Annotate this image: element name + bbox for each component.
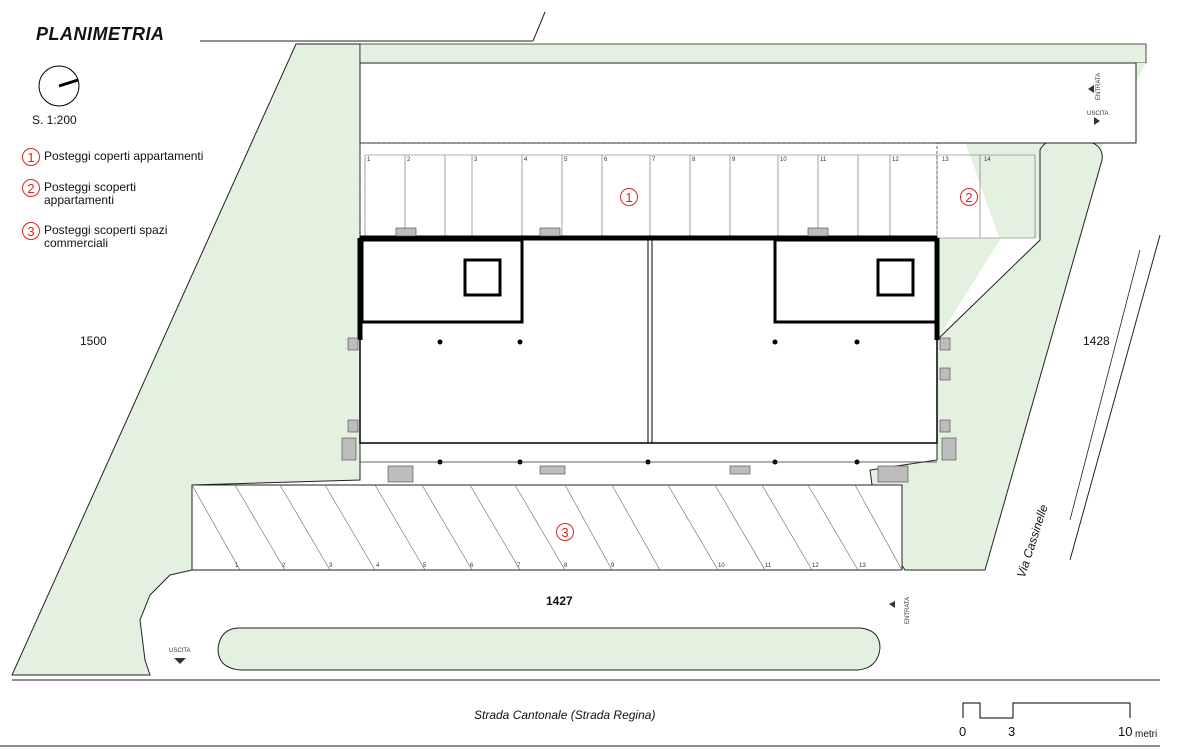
stall-number: 13 [942,157,949,163]
building [357,235,940,465]
stall-number: 6 [604,157,608,163]
green-area-north [359,43,1147,64]
north-parking-strip [359,62,1137,144]
stall-number: 5 [564,157,568,163]
legend-item: 3 Posteggi scoperti spazi commerciali [22,222,189,250]
legend-text: Posteggi coperti appartamenti [44,149,204,163]
exit-marker: USCITA [1087,111,1109,117]
stall-number: 7 [652,157,656,163]
stall-number: 13 [859,563,866,569]
scalebar-tick: 0 [959,724,967,739]
stall-number: 11 [765,563,772,569]
stall-number: 12 [892,157,899,163]
legend-number: 2 [22,179,40,197]
legend-number: 3 [22,222,40,240]
scale-label: S. 1:200 [32,113,77,127]
stall-number: 11 [820,157,827,163]
stall-number: 5 [423,563,427,569]
stall-number: 8 [692,157,696,163]
road-label-south: Strada Cantonale (Strada Regina) [474,708,656,722]
green-island-south [217,627,881,671]
zone-marker-commercial: 3 [556,523,574,541]
road-line-east-2 [1069,249,1141,521]
stall-number: 4 [376,563,380,569]
page-title: PLANIMETRIA [36,24,165,44]
entrance-marker: ENTRATA [905,596,911,624]
stall-number: 2 [407,157,411,163]
stall-number: 9 [611,563,615,569]
stall-number: 14 [984,157,991,163]
scalebar [962,702,1131,719]
stall-number: 2 [282,563,286,569]
arrow-icons [174,85,1100,664]
parcel-label-south: 1427 [546,594,573,608]
north-arrow-icon [38,65,80,107]
commercial-stall-lines [191,484,903,571]
stall-number: 12 [812,563,819,569]
scalebar-unit: metri [1135,729,1158,740]
grey-blocks [341,227,957,483]
road-line-east [1069,234,1161,561]
legend-text: Posteggi scoperti spazi commerciali [44,223,168,250]
exit-marker: USCITA [169,648,191,654]
stall-number: 3 [329,563,333,569]
legend-item: 1 Posteggi coperti appartamenti [22,148,204,166]
scalebar-tick: 10 [1118,724,1133,739]
stall-number: 7 [517,563,521,569]
canopy-outline [359,142,938,239]
covered-stall-lines [364,154,1036,239]
legend-text: Posteggi scoperti appartamenti [44,180,137,207]
stall-number: 6 [470,563,474,569]
commercial-parking [191,484,903,571]
stall-number: 3 [474,157,478,163]
stall-number: 1 [235,563,239,569]
stall-number: 1 [367,157,371,163]
legend-number: 1 [22,148,40,166]
stall-number: 10 [718,563,725,569]
stall-number: 10 [780,157,787,163]
parcel-label-east: 1428 [1083,334,1110,348]
stall-number: 8 [564,563,568,569]
stall-number: 9 [732,157,736,163]
stall-number: 4 [524,157,528,163]
zone-marker-open-apartments: 2 [960,188,978,206]
parcel-label-west: 1500 [80,334,107,348]
zone-marker-covered: 1 [620,188,638,206]
scalebar-tick: 3 [1008,724,1016,739]
north-arrow-line [532,11,546,42]
entrance-marker: ENTRATA [1096,72,1102,100]
legend-item: 2 Posteggi scoperti appartamenti [22,179,189,207]
green-area-west [11,43,361,676]
